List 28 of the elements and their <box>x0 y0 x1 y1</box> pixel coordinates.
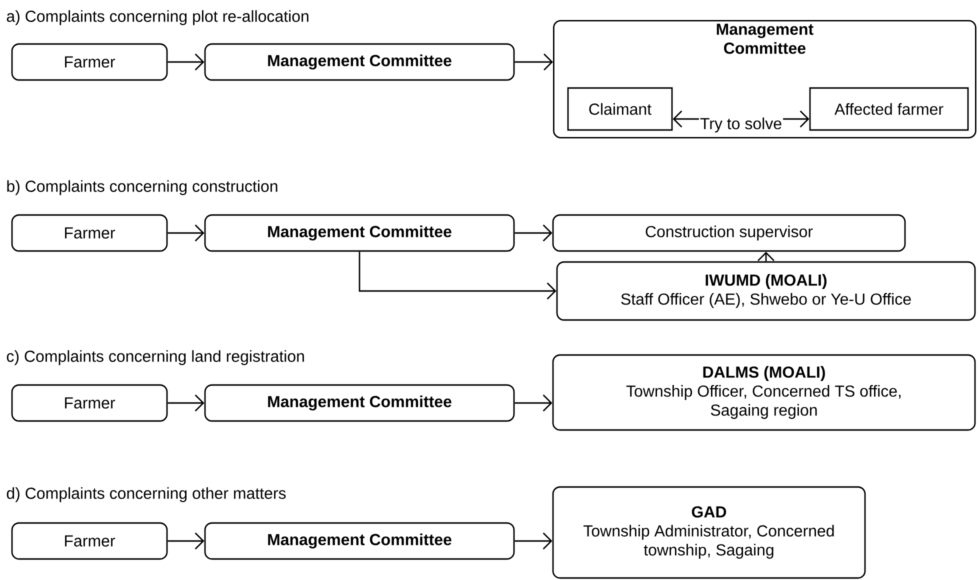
section-heading: c) Complaints concerning land registration <box>6 350 304 366</box>
process-box: Construction supervisor <box>552 214 906 252</box>
process-box: Farmer <box>11 214 168 252</box>
process-box: Farmer <box>11 522 168 560</box>
edge-label: Try to solve <box>700 118 782 132</box>
process-box: IWUMD (MOALI) Staff Officer (AE), Shwebo or Ye-U Office <box>556 261 976 321</box>
process-box: Management Committee <box>204 43 515 81</box>
process-box: Management Committee <box>204 214 515 252</box>
section-heading: d) Complaints concerning other matters <box>6 487 286 502</box>
arrow <box>514 394 552 412</box>
process-box: Management Committee <box>204 384 515 422</box>
party-box: Claimant <box>567 87 673 131</box>
party-box: Affected farmer <box>809 87 969 131</box>
process-box: GAD Township Administrator, Concerned township, Sagaing <box>552 486 866 579</box>
arrow <box>168 532 204 550</box>
process-box: Farmer <box>11 43 168 81</box>
section-heading: a) Complaints concerning plot re-allocation <box>6 10 308 26</box>
arrow <box>168 54 204 70</box>
section-heading: b) Complaints concerning construction <box>7 180 278 196</box>
arrow <box>168 224 204 242</box>
arrow <box>514 54 553 70</box>
process-box: DALMS (MOALI) Township Officer, Concerned TS office, Sagaing region <box>552 354 976 431</box>
arrow <box>168 394 204 412</box>
process-box: Management Committee <box>204 522 515 560</box>
arrow <box>358 252 556 300</box>
process-box: Farmer <box>11 384 168 422</box>
arrow <box>514 532 552 550</box>
arrow <box>514 224 552 242</box>
